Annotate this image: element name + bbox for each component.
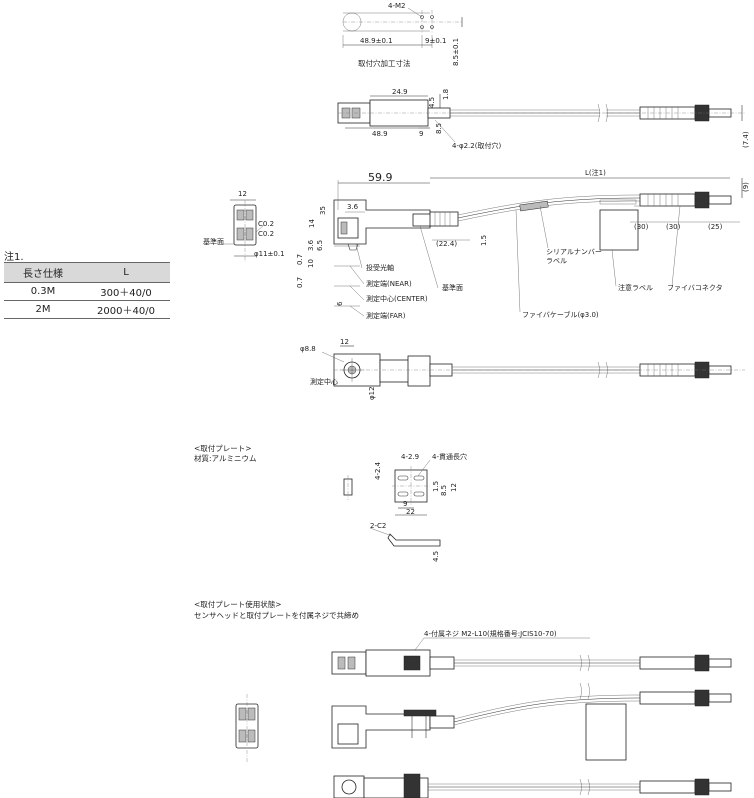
length-note: L(注1) xyxy=(585,168,606,177)
dim-6-5: 6.5 xyxy=(316,240,324,251)
dim-12-plate: 12 xyxy=(450,483,458,492)
dim-30a: (30) xyxy=(634,223,649,231)
table-cell: 300＋40/0 xyxy=(82,282,170,301)
dim-10: 10 xyxy=(307,259,315,268)
hole-note: 4-φ2.2(取付穴) xyxy=(452,141,501,150)
dim-0-7b: 0.7 xyxy=(296,277,304,288)
dim-14: 14 xyxy=(308,219,316,228)
dim-9-top: 9 xyxy=(419,130,423,138)
side-reference: 基準面 xyxy=(442,283,463,292)
plate-use: <取付プレート使用状態> センサヘッドと取付プレートを付属ネジで共締め 4-付属… xyxy=(194,599,732,798)
table-cell: 0.3M xyxy=(4,282,82,301)
near-label: 測定端(NEAR) xyxy=(366,279,412,288)
dim-7-4: (7.4) xyxy=(742,131,750,148)
serial-label-2: ラベル xyxy=(546,257,567,265)
dim-8-5: 8.5±0.1 xyxy=(452,38,460,66)
end-reference: 基準面 xyxy=(203,237,224,246)
front-view: 12 φ8.8 測定中心 φ12 xyxy=(300,338,745,400)
dim-9-plate: 9 xyxy=(403,500,407,508)
dim-12-end: 12 xyxy=(238,190,247,198)
far-label: 測定端(FAR) xyxy=(366,311,406,320)
chamfer-c02b: C0.2 xyxy=(258,230,274,238)
dim-12-front: 12 xyxy=(340,338,349,346)
dim-6: 6 xyxy=(336,301,344,306)
dim-30b: (30) xyxy=(666,223,681,231)
dim-4-5: 4.5 xyxy=(428,97,436,108)
side-view: 59.9 L(注1) (9) 3.6 35 14 3.6 6.5 10 0.7 … xyxy=(296,168,750,320)
dim-8-5-top: 8.5 xyxy=(435,123,443,134)
serial-label-1: シリアルナンバー xyxy=(546,248,602,256)
fiber-connector: ファイバコネクタ xyxy=(667,283,723,292)
tap-label: 4-M2 xyxy=(388,2,405,10)
length-spec-table: 長さ仕様 L 0.3M 300＋40/0 2M 2000＋40/0 xyxy=(4,262,170,319)
dim-9: 9±0.1 xyxy=(425,37,446,45)
table-row: 2M 2000＋40/0 xyxy=(4,300,170,319)
center-label: 測定中心(CENTER) xyxy=(366,294,428,303)
slot-label: 4-貫通長穴 xyxy=(432,452,467,461)
dim-48-9-top: 48.9 xyxy=(372,130,388,138)
plate-use-desc: センサヘッドと取付プレートを付属ネジで共締め xyxy=(194,610,359,620)
mount-hole-view: 4-M2 48.9±0.1 9±0.1 8.5±0.1 取付穴加工寸法 xyxy=(342,2,463,68)
mounting-plate: <取付プレート> 材質:アルミニウム 4-2.9 4-貫通長穴 4-2.4 1.… xyxy=(194,443,467,562)
dim-phi11: φ11±0.1 xyxy=(254,250,285,258)
dim-0-7a: 0.7 xyxy=(296,254,304,265)
header-l: L xyxy=(82,262,170,283)
dim-59-9: 59.9 xyxy=(368,171,393,184)
dim-22-4: (22.4) xyxy=(436,240,457,248)
table-row: 0.3M 300＋40/0 xyxy=(4,282,170,301)
mount-hole-title: 取付穴加工寸法 xyxy=(358,58,411,68)
chamfer-2-c2: 2-C2 xyxy=(370,522,386,530)
fiber-cable: ファイバケーブル(φ3.0) xyxy=(522,310,599,319)
end-view: 12 C0.2 C0.2 基準面 φ11±0.1 xyxy=(203,190,285,262)
dim-25: (25) xyxy=(708,223,723,231)
light-axis: 投受光軸 xyxy=(366,263,394,272)
note-title: 注1. xyxy=(4,252,24,263)
dim-phi8-8: φ8.8 xyxy=(300,345,316,353)
dim-22-plate: 22 xyxy=(406,508,415,516)
dim-3-6b: 3.6 xyxy=(307,239,315,251)
dim-4-2-9: 4-2.9 xyxy=(401,453,419,461)
screw-note: 4-付属ネジ M2-L10(規格番号:JCIS10-70) xyxy=(424,629,557,638)
measure-center: 測定中心 xyxy=(310,377,338,386)
plate-title: <取付プレート> xyxy=(194,443,252,453)
table-cell: 2000＋40/0 xyxy=(82,300,170,319)
dim-3-6a: 3.6 xyxy=(347,203,359,211)
chamfer-c02a: C0.2 xyxy=(258,220,274,228)
top-view: 24.9 48.9 9 1.8 4.5 8.5 4-φ2.2(取付穴) (7.4… xyxy=(337,88,750,150)
dim-4-5-plate: 4.5 xyxy=(432,551,440,562)
dim-1-5-plate: 1.5 xyxy=(432,481,440,492)
dim-1-5: 1.5 xyxy=(480,235,488,246)
dim-24-9: 24.9 xyxy=(392,88,408,96)
plate-use-title: <取付プレート使用状態> xyxy=(194,599,282,609)
dim-1-8: 1.8 xyxy=(442,89,450,100)
dim-8-5-plate: 8.5 xyxy=(440,485,448,496)
caution-label: 注意ラベル xyxy=(618,283,653,292)
dim-35: 35 xyxy=(319,206,327,215)
table-cell: 2M xyxy=(4,300,82,319)
dim-48-9: 48.9±0.1 xyxy=(360,37,393,45)
dim-phi12: φ12 xyxy=(368,386,376,400)
dim-9-side: (9) xyxy=(742,182,750,192)
plate-material: 材質:アルミニウム xyxy=(194,453,256,463)
dim-4-2-4: 4-2.4 xyxy=(374,461,382,480)
table-header-row: 長さ仕様 L xyxy=(4,262,170,283)
header-length-spec: 長さ仕様 xyxy=(4,262,82,283)
